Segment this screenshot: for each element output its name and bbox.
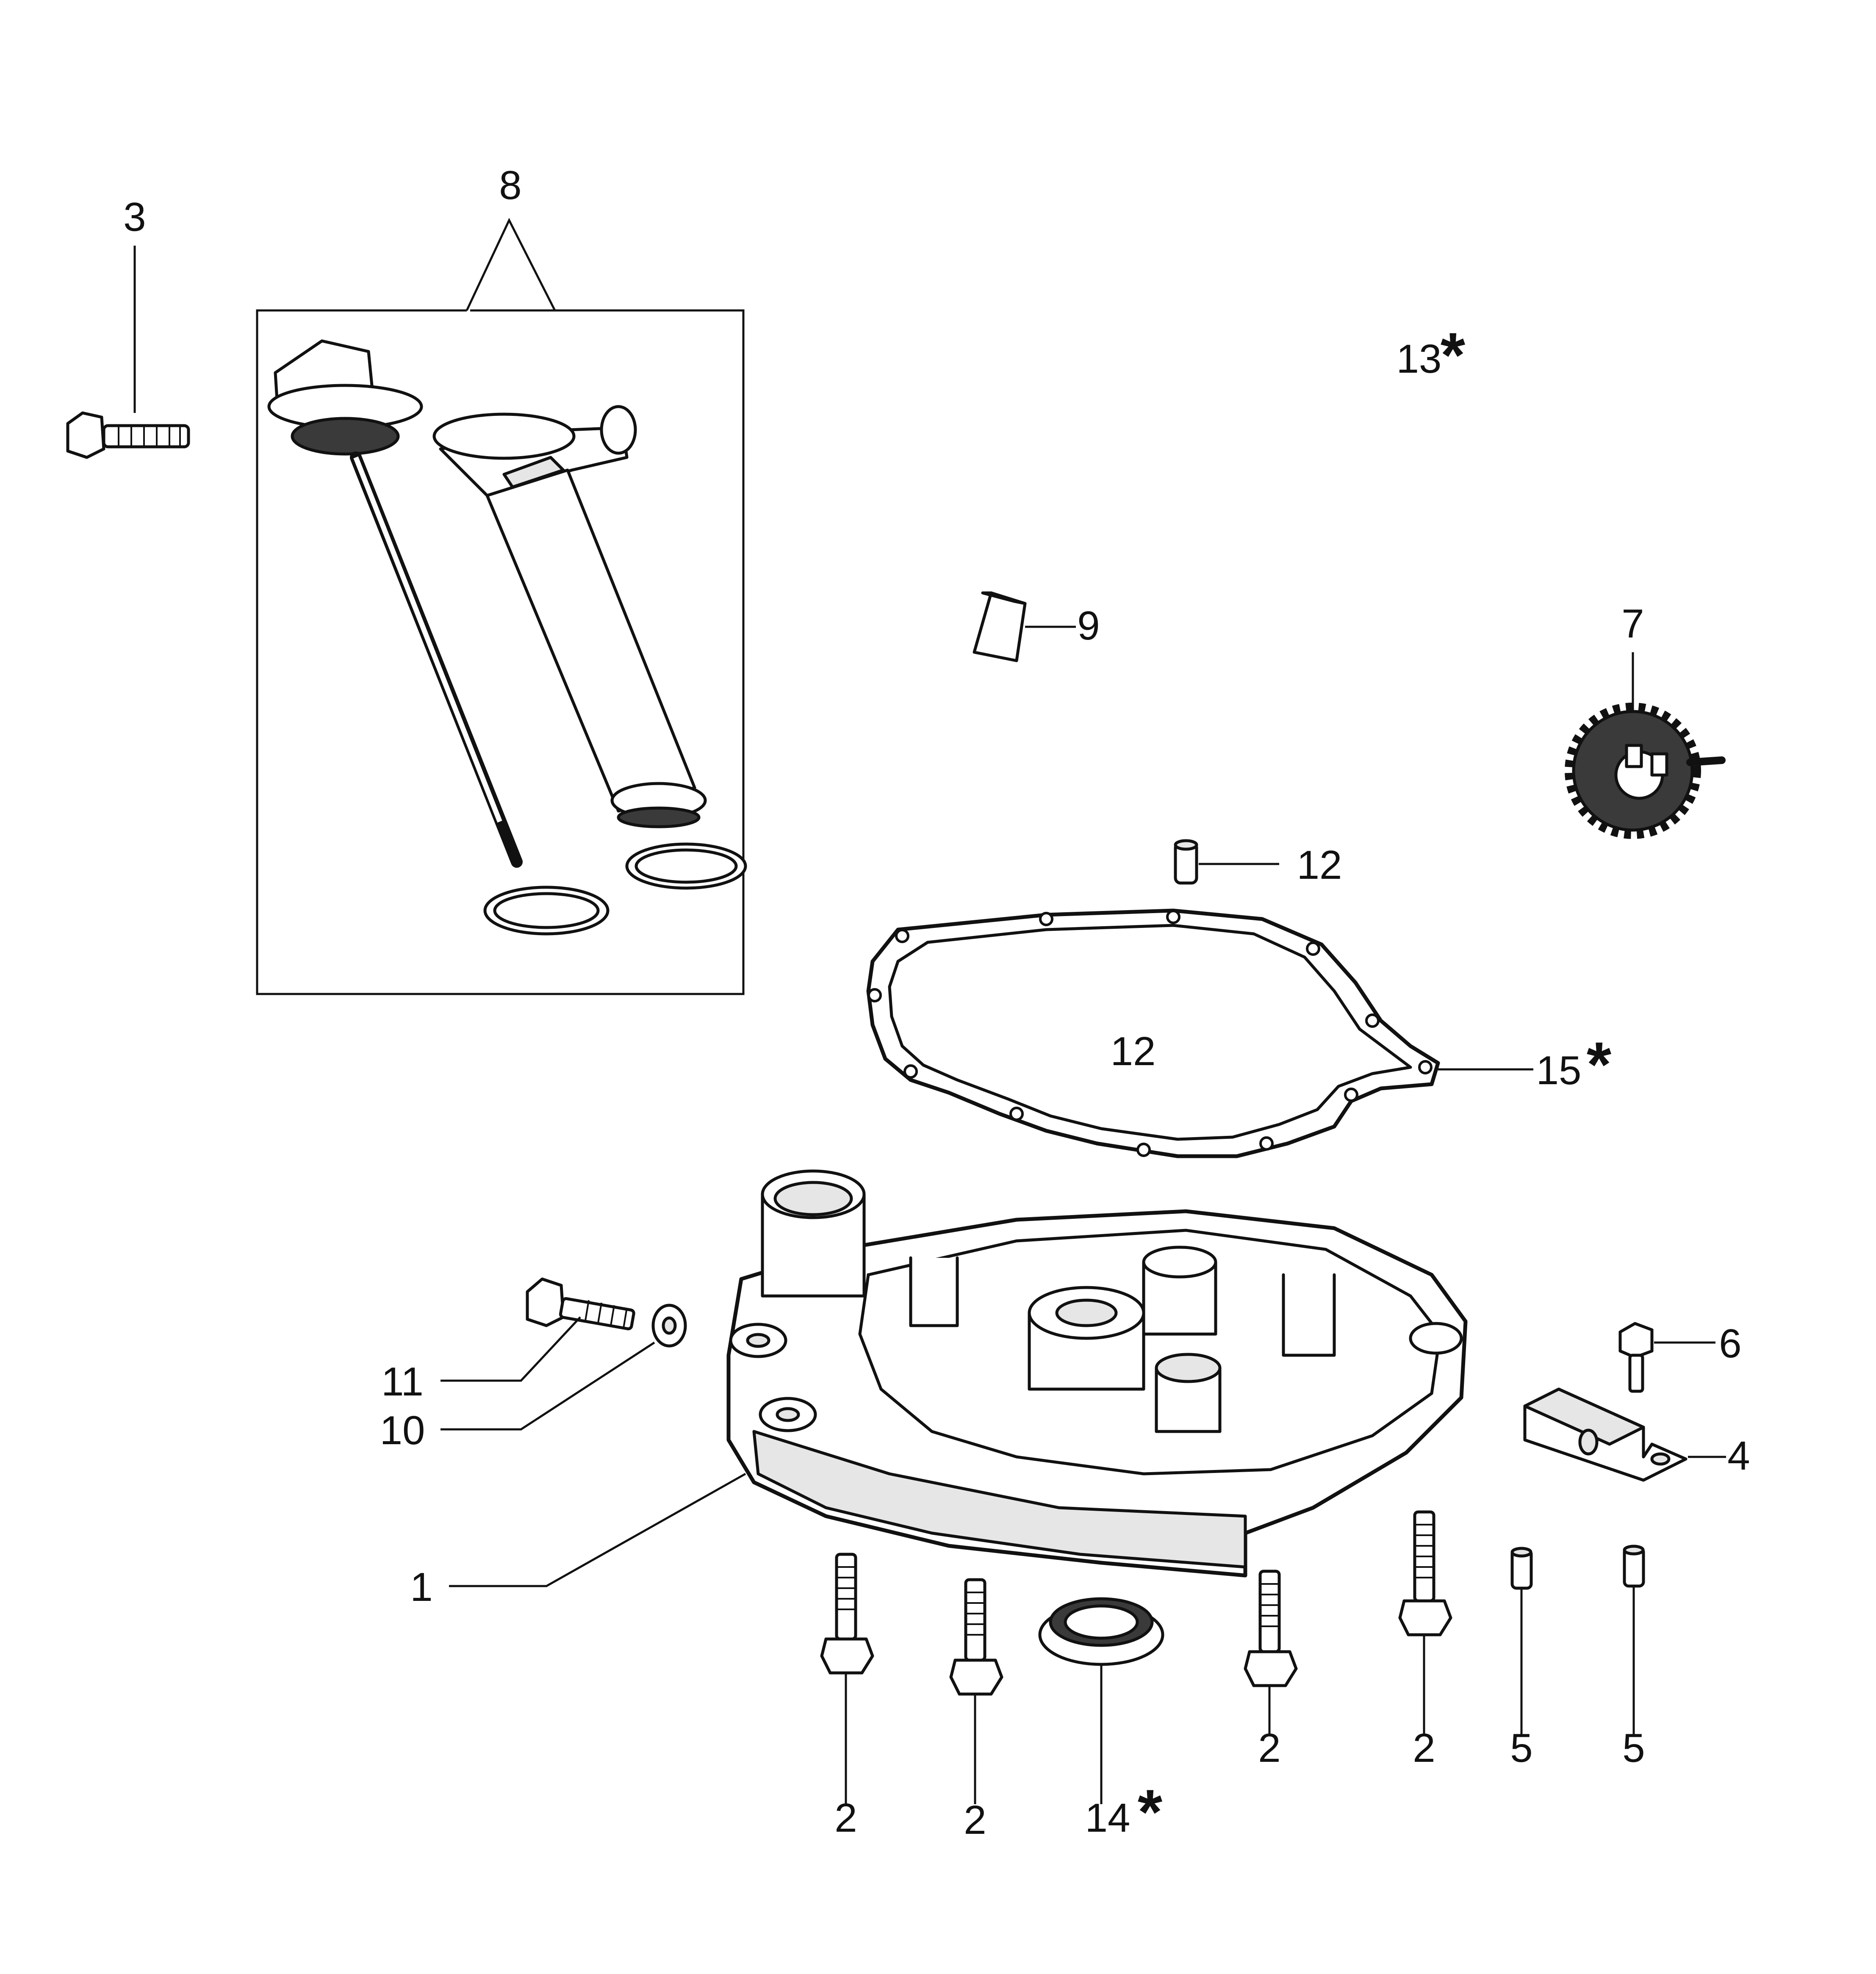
kit-box-frame	[256, 309, 745, 995]
part-6-bolt	[1618, 1322, 1715, 1393]
part-5-dowel-a	[1510, 1547, 1533, 1734]
callout-2-c: 2	[1258, 1725, 1280, 1771]
callout-13: 13	[1397, 336, 1442, 382]
o-rings	[483, 842, 747, 936]
part-2-bolt-c	[1244, 1570, 1298, 1734]
callout-15: 15	[1536, 1048, 1582, 1093]
callout-12-upper: 12	[1297, 842, 1342, 888]
part-4-bracket	[1523, 1387, 1726, 1482]
part-8-dipstick-kit	[256, 218, 747, 995]
asterisk-14: *	[1138, 1776, 1163, 1847]
callout-2-b: 2	[964, 1797, 986, 1843]
callout-1: 1	[410, 1564, 432, 1610]
part-7-governor-gear	[1565, 652, 1726, 839]
part-5-dowel-b	[1623, 1545, 1645, 1734]
fill-tube	[432, 405, 707, 828]
part-15-gasket	[866, 908, 1533, 1158]
part-2-bolt-a	[820, 1553, 874, 1804]
callout-6: 6	[1719, 1321, 1741, 1366]
part-2-bolt-d	[1398, 1510, 1452, 1734]
part-10-washer	[441, 1304, 687, 1431]
callout-2-d: 2	[1413, 1725, 1435, 1771]
callout-14: 14	[1085, 1795, 1131, 1841]
part-2-bolt-b	[949, 1578, 1003, 1804]
part-1-crankcase-cover	[449, 1169, 1468, 1587]
callout-9: 9	[1077, 603, 1100, 648]
callout-labels: 3 8 13 * 9 7 12 12 15 * 6 4 11 10 1 2 2 …	[123, 163, 1750, 1847]
asterisk-15: *	[1587, 1029, 1612, 1100]
callout-4: 4	[1727, 1433, 1750, 1478]
callout-5-a: 5	[1510, 1725, 1532, 1771]
callout-5-b: 5	[1622, 1725, 1645, 1771]
asterisk-13: *	[1441, 319, 1466, 390]
callout-11: 11	[381, 1359, 424, 1404]
part-11-bolt	[441, 1277, 635, 1382]
part-14-oil-seal	[1038, 1597, 1164, 1804]
part-3-bolt	[66, 246, 190, 459]
part-9-block	[973, 591, 1076, 662]
callout-10: 10	[380, 1408, 425, 1453]
kit-bracket-leader	[466, 218, 556, 311]
dipstick	[267, 339, 523, 868]
callout-3: 3	[123, 194, 146, 240]
part-12-dowel-pin-upper	[1174, 839, 1279, 885]
callout-12-lower: 12	[1111, 1029, 1156, 1074]
callout-8: 8	[499, 163, 521, 208]
callout-2-a: 2	[834, 1795, 857, 1841]
callout-7: 7	[1621, 601, 1644, 646]
